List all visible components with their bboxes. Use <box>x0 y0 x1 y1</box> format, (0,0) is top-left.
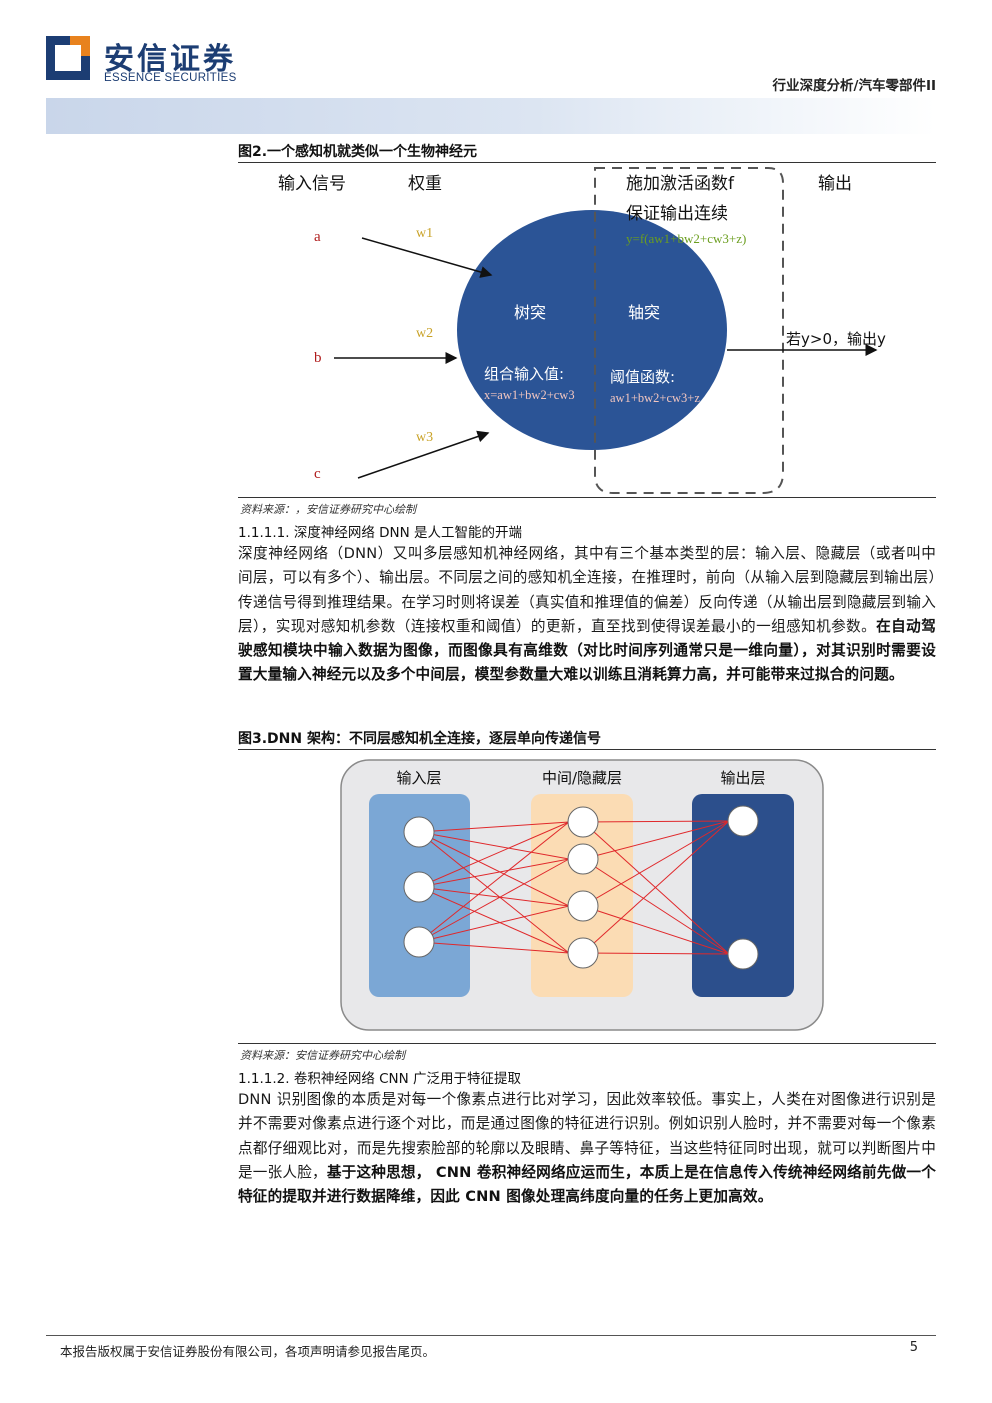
weight-w1: w1 <box>416 226 433 241</box>
weight-w3: w3 <box>416 430 433 445</box>
dnn-architecture-diagram: 输入层 中间/隐藏层 输出层 <box>340 759 824 1031</box>
report-category: 行业深度分析/汽车零部件II <box>772 78 936 94</box>
threshold-label: 阈值函数: <box>610 368 675 386</box>
input-a-arrow <box>361 237 493 278</box>
dendrite-label: 树突 <box>514 303 546 322</box>
figure2-source: 资料来源：，安信证券研究中心绘制 <box>240 503 416 516</box>
dnn-edge <box>418 886 570 954</box>
dnn-edge <box>418 831 570 954</box>
axon-label: 轴突 <box>628 303 660 322</box>
dnn-text: 深度神经网络（DNN）又叫多层感知机神经网络，其中有三个基本类型的层：输入层、隐… <box>238 545 936 635</box>
hidden-layer-label: 中间/隐藏层 <box>542 769 622 787</box>
brand-name-en: ESSENCE SECURITIES <box>104 72 237 84</box>
dnn-nodes <box>403 805 759 970</box>
cnn-text: DNN 识别图像的本质是对每一个像素点进行比对学习，因此效率较低。事实上，人类在… <box>238 1091 936 1181</box>
dnn-edge <box>418 941 570 954</box>
footer-disclaimer: 本报告版权属于安信证券股份有限公司，各项声明请参见报告尾页。 <box>60 1344 436 1359</box>
figure2-title: 图2.一个感知机就类似一个生物神经元 <box>238 144 478 160</box>
input-node <box>403 926 435 958</box>
combine-label: 组合输入值: <box>484 365 564 383</box>
output-node <box>727 938 759 970</box>
dnn-edge <box>418 821 570 943</box>
dnn-edge <box>418 821 570 888</box>
dnn-edge <box>582 858 730 955</box>
dnn-edge <box>418 858 570 943</box>
dnn-edge <box>582 820 730 860</box>
figure3-top-rule <box>238 749 936 750</box>
input-node <box>403 816 435 848</box>
output-rule: 若y>0，输出y <box>786 330 886 348</box>
dnn-emphasis: 在自动驾驶感知模块中输入数据为图像，而图像具有高维数（对比时间序列通常只是一维向… <box>238 617 936 684</box>
input-c-arrow <box>357 430 490 479</box>
dnn-edge <box>418 858 570 888</box>
figure3-source: 资料来源：安信证券研究中心绘制 <box>240 1049 405 1062</box>
section-heading-cnn: 1.1.1.2. 卷积神经网络 CNN 广泛用于特征提取 <box>238 1071 522 1087</box>
dnn-edge <box>418 905 570 943</box>
figure3-title: 图3.DNN 架构：不同层感知机全连接，逐层单向传递信号 <box>238 731 601 747</box>
label-activation-1: 施加激活函数f <box>626 174 735 194</box>
input-layer-label: 输入层 <box>396 769 441 787</box>
label-output: 输出 <box>818 174 852 194</box>
perceptron-diagram: 输入信号 权重 施加激活函数f 保证输出连续 输出 y=f(aw1+bw2+cw… <box>278 167 886 494</box>
output-node <box>727 805 759 837</box>
hidden-node <box>567 937 599 969</box>
hidden-node <box>567 890 599 922</box>
footer-rule <box>46 1335 936 1336</box>
neuron-body <box>457 210 727 450</box>
dnn-edge <box>418 831 570 907</box>
activation-box <box>594 167 784 494</box>
dnn-edge <box>582 905 730 955</box>
input-a: a <box>314 229 321 245</box>
dnn-edges <box>418 820 730 955</box>
page-number: 5 <box>909 1340 918 1355</box>
combine-formula: x=aw1+bw2+cw3 <box>484 388 575 402</box>
formula-y: y=f(aw1+bw2+cw3+z) <box>626 231 746 246</box>
dnn-edge <box>582 820 730 823</box>
section-heading-dnn: 1.1.1.1. 深度神经网络 DNN 是人工智能的开端 <box>238 525 522 541</box>
dnn-edge <box>582 952 730 955</box>
dnn-edge <box>582 821 730 955</box>
dnn-edge <box>418 831 570 860</box>
section-paragraph-cnn: DNN 识别图像的本质是对每一个像素点进行比对学习，因此效率较低。事实上，人类在… <box>238 1088 936 1209</box>
dnn-edge <box>582 820 730 954</box>
input-c: c <box>314 466 321 482</box>
hidden-node <box>567 843 599 875</box>
dnn-edge <box>582 820 730 907</box>
threshold-formula: aw1+bw2+cw3+z <box>610 391 700 405</box>
brand-logo-icon <box>46 36 90 80</box>
figure2-bottom-rule <box>238 497 936 498</box>
input-b: b <box>314 350 322 366</box>
cnn-emphasis: 基于这种思想， CNN 卷积神经网络应运而生，本质上是在信息传入传统神经网络前先… <box>238 1163 937 1206</box>
header-band <box>46 98 936 134</box>
label-weight: 权重 <box>408 174 442 194</box>
output-layer-label: 输出层 <box>720 769 765 787</box>
label-activation-2: 保证输出连续 <box>626 204 728 224</box>
brand-name-cn: 安信证券 <box>104 42 236 77</box>
figure2-top-rule <box>238 162 936 163</box>
hidden-node <box>567 806 599 838</box>
section-paragraph-dnn: 深度神经网络（DNN）又叫多层感知机神经网络，其中有三个基本类型的层：输入层、隐… <box>238 542 936 688</box>
dnn-edge <box>418 821 570 833</box>
label-input-signal: 输入信号 <box>278 174 346 194</box>
weight-w2: w2 <box>416 326 433 341</box>
input-node <box>403 871 435 903</box>
dnn-edge <box>418 886 570 907</box>
figure3-bottom-rule <box>238 1043 936 1044</box>
